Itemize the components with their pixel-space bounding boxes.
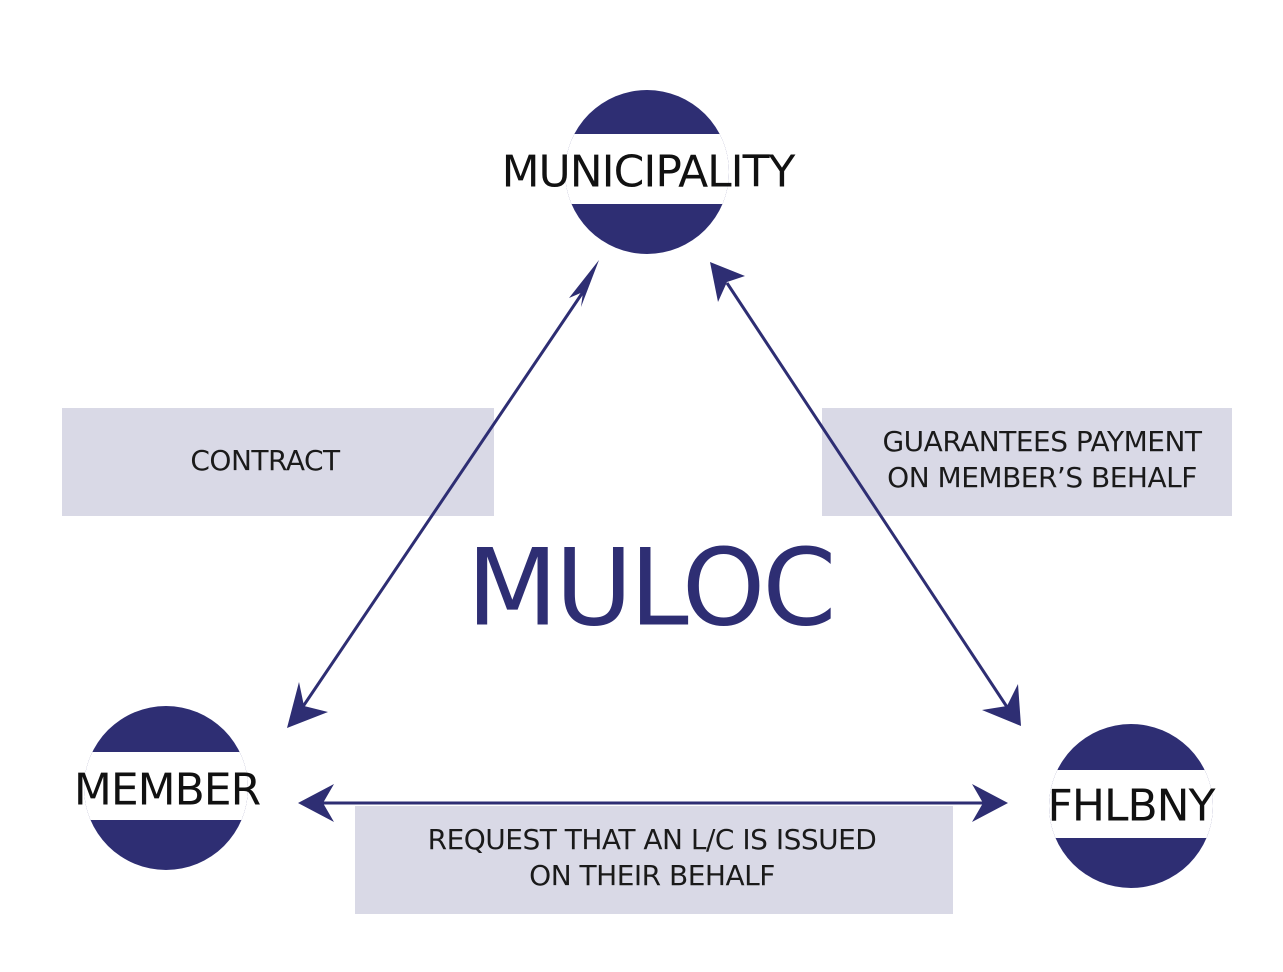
- guarantee-label-line1: GUARANTEES PAYMENT: [882, 425, 1202, 458]
- request-band: [355, 806, 953, 914]
- request-label-line1: REQUEST THAT AN L/C IS ISSUED: [427, 823, 877, 856]
- member-circle: [84, 706, 248, 870]
- fhlbny-label: FHLBNY: [1047, 780, 1216, 832]
- guarantee-band: [822, 408, 1232, 516]
- request-label: REQUEST THAT AN L/C IS ISSUED ON THEIR B…: [392, 822, 912, 894]
- guarantee-label-line2: ON MEMBER’S BEHALF: [887, 461, 1197, 494]
- request-label-line2: ON THEIR BEHALF: [529, 859, 775, 892]
- municipality-label: MUNICIPALITY: [501, 146, 796, 198]
- contract-arrow: [287, 260, 599, 728]
- diagram-title: MULOC: [466, 526, 837, 650]
- guarantee-label: GUARANTEES PAYMENT ON MEMBER’S BEHALF: [842, 424, 1242, 496]
- request-arrow: [298, 784, 1008, 822]
- contract-label: CONTRACT: [120, 443, 410, 479]
- member-label: MEMBER: [73, 764, 261, 816]
- municipality-circle: [565, 90, 729, 254]
- contract-band: [62, 408, 494, 516]
- contract-label-text: CONTRACT: [190, 444, 340, 477]
- guarantee-arrow: [710, 262, 1021, 726]
- fhlbny-circle: [1049, 724, 1213, 888]
